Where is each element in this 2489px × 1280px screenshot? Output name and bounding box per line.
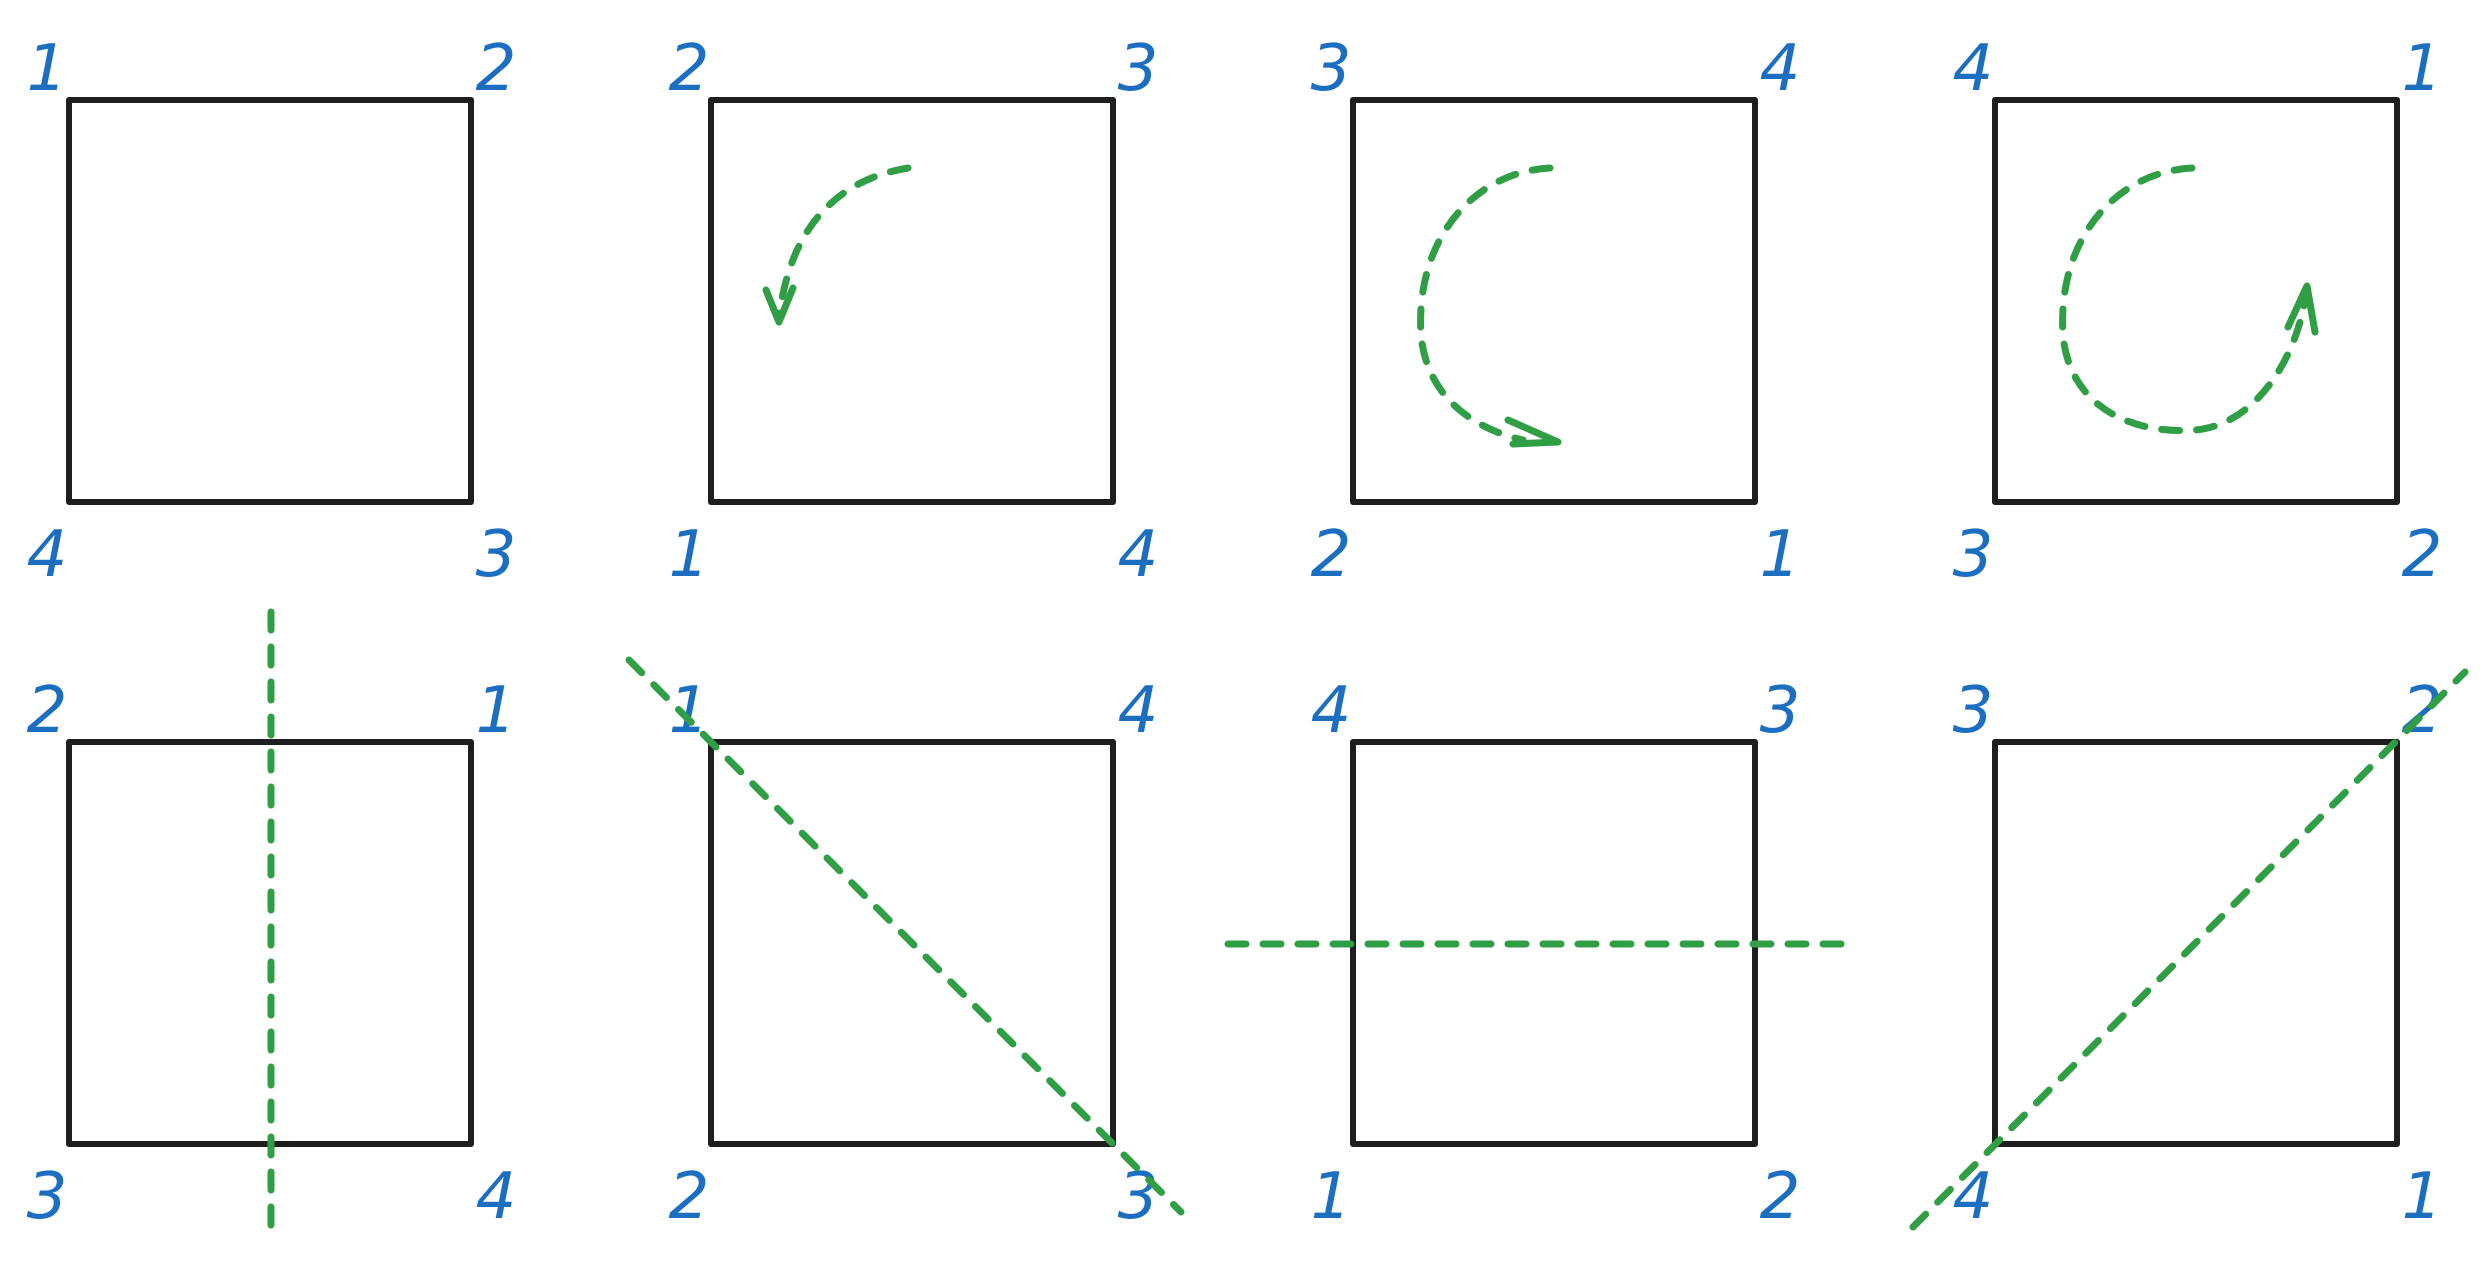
corner-label-bottom-right: 3 [476, 518, 517, 592]
corner-label-bottom-right: 2 [1760, 1160, 1801, 1234]
corner-label-top-left: 2 [669, 32, 710, 106]
square-outline [708, 97, 1116, 505]
arrowhead-icon [762, 284, 797, 326]
square-outline [1992, 739, 2400, 1147]
panel-rotation-90: 2 3 4 1 [669, 32, 1159, 592]
corner-label-bottom-right: 3 [1118, 1160, 1159, 1234]
square-outline [66, 97, 474, 505]
corner-label-top-left: 4 [1311, 674, 1352, 748]
corner-label-bottom-left: 3 [1953, 518, 1994, 592]
corner-label-top-right: 4 [1760, 32, 1801, 106]
square-outline [708, 739, 1116, 1147]
corner-label-bottom-right: 2 [2402, 518, 2443, 592]
corner-label-top-left: 3 [1311, 32, 1352, 106]
rotation-arc [1417, 164, 1554, 444]
corner-label-top-left: 3 [1953, 674, 1994, 748]
panel-reflection-vertical: 2 1 4 3 [27, 608, 517, 1234]
reflection-axis [625, 656, 1185, 1216]
corner-label-top-left: 1 [27, 32, 68, 106]
corner-label-bottom-left: 4 [1953, 1160, 1994, 1234]
corner-label-top-left: 4 [1953, 32, 1994, 106]
corner-label-bottom-left: 2 [669, 1160, 710, 1234]
corner-label-bottom-right: 1 [2402, 1160, 2443, 1234]
arrowhead-icon [1504, 416, 1562, 448]
corner-label-bottom-right: 4 [1118, 518, 1159, 592]
corner-label-top-left: 2 [27, 674, 68, 748]
square-outline [1350, 97, 1758, 505]
corner-label-bottom-right: 4 [476, 1160, 517, 1234]
panel-reflection-anti-diagonal: 3 2 1 4 [1909, 668, 2469, 1234]
corner-label-bottom-left: 1 [669, 518, 710, 592]
corner-label-top-right: 1 [476, 674, 517, 748]
corner-label-bottom-left: 2 [1311, 518, 1352, 592]
corner-label-top-right: 2 [2402, 674, 2443, 748]
corner-label-bottom-left: 4 [27, 518, 68, 592]
corner-label-bottom-left: 1 [1311, 1160, 1352, 1234]
panel-reflection-horizontal: 4 3 2 1 [1224, 674, 1859, 1234]
arrowhead-icon [2284, 282, 2319, 336]
corner-label-top-right: 3 [1118, 32, 1159, 106]
corner-label-top-right: 2 [476, 32, 517, 106]
reflection-axis [1909, 668, 2469, 1231]
corner-label-top-right: 1 [2402, 32, 2443, 106]
corner-label-top-right: 4 [1118, 674, 1159, 748]
square-outline [1992, 97, 2400, 505]
rotation-arc [775, 164, 912, 322]
rotation-arc [2059, 164, 2309, 435]
corner-label-bottom-right: 1 [1760, 518, 1801, 592]
panel-rotation-180: 3 4 1 2 [1311, 32, 1801, 592]
panel-rotation-270: 4 1 2 3 [1953, 32, 2443, 592]
panel-identity: 1 2 3 4 [27, 32, 517, 592]
corner-label-bottom-left: 3 [27, 1160, 68, 1234]
corner-label-top-right: 3 [1760, 674, 1801, 748]
